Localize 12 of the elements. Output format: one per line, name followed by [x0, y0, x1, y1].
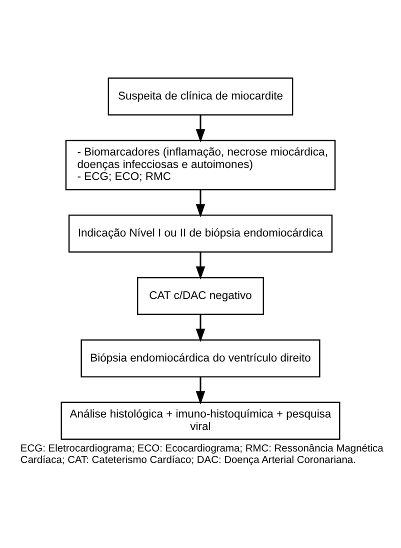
arrow [196, 376, 206, 404]
node-box: Análise histológica + imuno-histoquímica + pesquisa viral [60, 402, 340, 440]
arrow [196, 314, 206, 342]
node-box: CAT c/DAC negativo [136, 276, 264, 316]
arrow [196, 115, 206, 142]
node-box: Indicação Nível I ou II de biópsia endomiocárdica [68, 214, 333, 253]
node-box: Suspeita de clínica de miocardite [108, 77, 294, 116]
node-box: - Biomarcadores (inflamação, necrose miocárdica, doenças infecciosas e autoimones) - ECG; ECO; RMC [65, 140, 336, 190]
caption: ECG: Eletrocardiograma; ECO: Ecocardiograma; RMC: Ressonância Magnética Cardíaca; CAT: Cateterismo Cardíaco; DAC: Doença Arterial Coronariana. [20, 443, 384, 466]
node-box: Biópsia endomiocárdica do ventrículo direito [80, 339, 320, 378]
arrow [196, 252, 206, 280]
arrow [196, 190, 206, 218]
